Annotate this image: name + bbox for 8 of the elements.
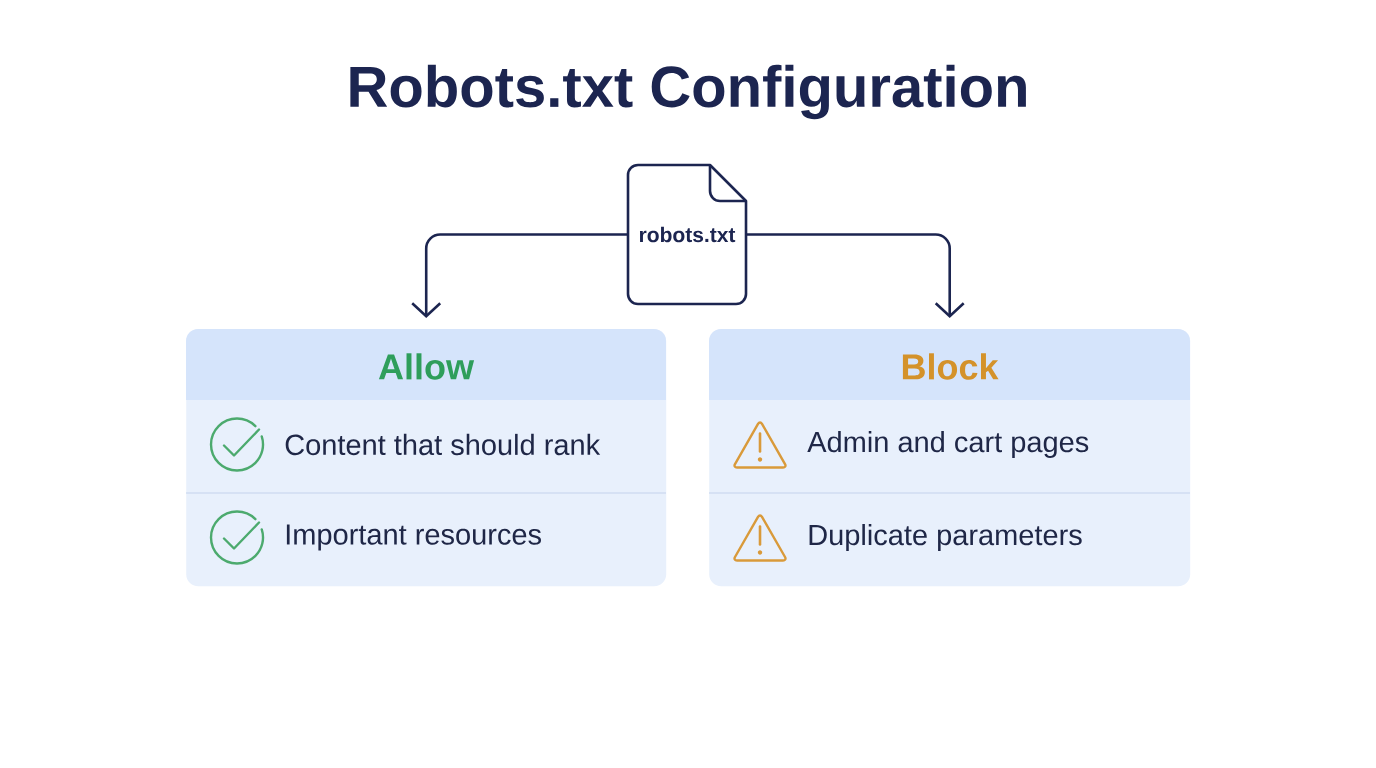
arrow [746, 233, 965, 318]
item-text: Duplicate parameters [809, 524, 1082, 551]
file-box: robots.txt [626, 163, 748, 306]
item-text: Content that should rank [285, 433, 601, 456]
title: Robots.txt Configuration [350, 64, 1026, 120]
item-text: Admin and cart pages [807, 431, 1089, 458]
item-text: Important resources [286, 524, 541, 551]
arrow [411, 233, 628, 318]
